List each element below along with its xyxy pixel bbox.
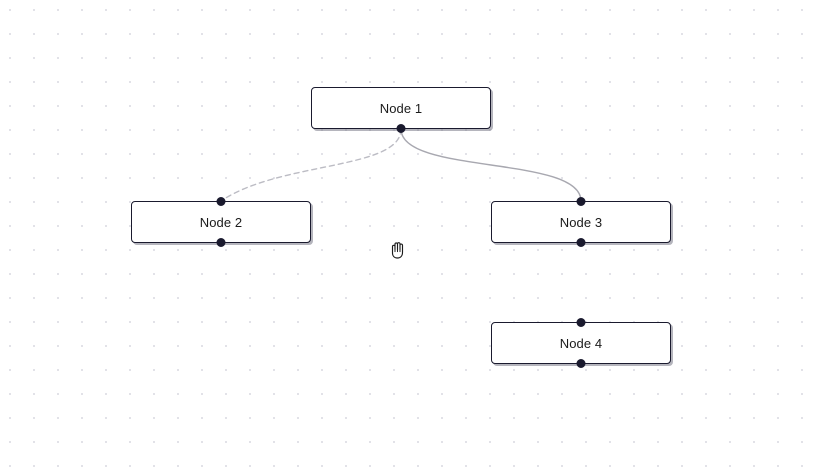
edge-node-1-to-node-3[interactable] <box>400 128 582 202</box>
graph-node-node-3[interactable]: Node 3 <box>491 197 671 247</box>
connection-handle-bottom[interactable] <box>576 359 586 368</box>
connection-handle-bottom[interactable] <box>396 124 406 133</box>
graph-node-node-2[interactable]: Node 2 <box>131 197 311 247</box>
graph-node-label: Node 3 <box>559 214 603 230</box>
connection-handle-bottom[interactable] <box>576 238 586 247</box>
connection-handle-top[interactable] <box>576 318 586 327</box>
graph-node-node-1[interactable]: Node 1 <box>311 87 491 133</box>
graph-node-label: Node 1 <box>379 100 423 116</box>
connection-handle-bottom[interactable] <box>216 238 226 247</box>
connection-handle-top[interactable] <box>216 197 226 206</box>
graph-node-label: Node 2 <box>199 214 243 230</box>
edge-node-1-to-node-2[interactable] <box>220 128 402 202</box>
connection-handle-top[interactable] <box>576 197 586 206</box>
graph-node-node-4[interactable]: Node 4 <box>491 318 671 368</box>
graph-node-label: Node 4 <box>559 335 603 351</box>
grab-hand-cursor <box>387 239 411 263</box>
